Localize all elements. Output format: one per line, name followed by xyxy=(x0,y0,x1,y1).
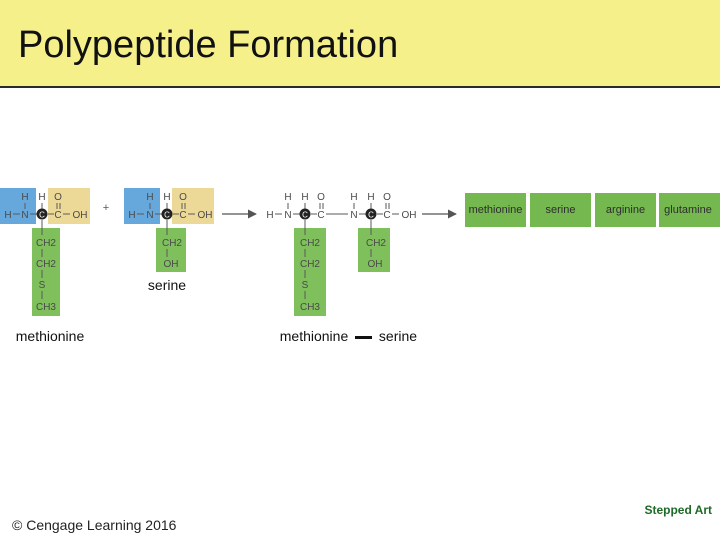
dipeptide-atom-11: OH xyxy=(402,210,417,221)
dipeptide-side-chain-box-1 xyxy=(294,228,326,316)
serine-side-chain-1: OH xyxy=(164,259,179,270)
copyright-notice: © Cengage Learning 2016 xyxy=(12,517,177,533)
serine-side-chain-box xyxy=(156,228,186,272)
methionine-alpha-carbon xyxy=(36,208,48,220)
methionine-caption: methionine xyxy=(16,328,85,344)
stepped-art-label: Stepped Art xyxy=(644,503,712,517)
dipeptide-side-chain-box-2 xyxy=(358,228,390,272)
chain-label-arginine: arginine xyxy=(606,204,645,216)
methionine-alpha-carbon-label: C xyxy=(39,211,45,220)
methionine-side-chain-3: CH3 xyxy=(36,302,56,313)
methionine-amine-box xyxy=(0,188,36,224)
dipeptide-side-chain-2-1: OH xyxy=(368,259,383,270)
dipeptide-side-chain-1-3: CH3 xyxy=(300,302,320,313)
chain-label-glutamine: glutamine xyxy=(664,204,712,216)
serine-molecule: H H O H N C C OH CH2 OH xyxy=(124,188,214,272)
dipeptide-caption-bond xyxy=(355,336,372,339)
serine-amine-h-top: H xyxy=(146,192,153,203)
dipeptide-alpha-carbon-2 xyxy=(365,208,377,220)
methionine-carboxyl-c: C xyxy=(54,210,61,221)
serine-carboxyl-c: C xyxy=(179,210,186,221)
methionine-amine-h-top: H xyxy=(21,192,28,203)
dipeptide-molecule: H H O H H O H N C C N C C OH CH2 CH2 xyxy=(266,192,417,316)
chain-box-methionine xyxy=(465,193,526,227)
chain-box-glutamine xyxy=(659,193,720,227)
serine-side-chain-0: CH2 xyxy=(162,238,182,249)
plus-sign: + xyxy=(103,202,109,214)
methionine-side-chain-1: CH2 xyxy=(36,259,56,270)
page-title: Polypeptide Formation xyxy=(18,24,399,66)
methionine-carboxyl-o: O xyxy=(54,192,62,203)
methionine-alpha-h: H xyxy=(38,192,45,203)
dipeptide-atom-10: C xyxy=(383,210,390,221)
methionine-carboxyl-box xyxy=(48,188,90,224)
serine-carboxyl-o: O xyxy=(179,192,187,203)
serine-alpha-carbon-label: C xyxy=(164,211,170,220)
dipeptide-atom-2: O xyxy=(317,192,325,203)
dipeptide-side-chain-1-0: CH2 xyxy=(300,238,320,249)
dipeptide-atom-5: O xyxy=(383,192,391,203)
dipeptide-atom-4: H xyxy=(367,192,374,203)
dipeptide-caption-serine: serine xyxy=(379,328,417,344)
serine-carboxyl-oh: OH xyxy=(198,210,213,221)
dipeptide-atom-3: H xyxy=(350,192,357,203)
chain-label-methionine: methionine xyxy=(469,204,523,216)
serine-amine-box xyxy=(124,188,160,224)
methionine-amine-h-left: H xyxy=(4,210,11,221)
serine-carboxyl-box xyxy=(172,188,214,224)
dipeptide-side-chain-1-2: S xyxy=(302,280,309,291)
serine-caption: serine xyxy=(148,277,186,293)
methionine-side-chain-2: S xyxy=(39,280,46,291)
dipeptide-atom-8: C xyxy=(317,210,324,221)
methionine-molecule: H H O H N C C OH CH2 CH2 S CH3 xyxy=(0,188,90,316)
chain-box-serine xyxy=(530,193,591,227)
serine-alpha-carbon xyxy=(161,208,173,220)
title-bar: Polypeptide Formation xyxy=(0,0,720,88)
dipeptide-side-chain-2-0: CH2 xyxy=(366,238,386,249)
chain-label-serine: serine xyxy=(546,204,576,216)
serine-amine-h-left: H xyxy=(128,210,135,221)
dipeptide-atom-0: H xyxy=(284,192,291,203)
dipeptide-alpha-carbon-1-label: C xyxy=(302,211,308,220)
dipeptide-atom-6: H xyxy=(266,210,273,221)
dipeptide-atom-1: H xyxy=(301,192,308,203)
methionine-amine-n: N xyxy=(21,210,28,221)
chain-box-arginine xyxy=(595,193,656,227)
dipeptide-atom-9: N xyxy=(350,210,357,221)
methionine-side-chain-box xyxy=(32,228,60,316)
dipeptide-alpha-carbon-2-label: C xyxy=(368,211,374,220)
methionine-side-chain-0: CH2 xyxy=(36,238,56,249)
polypeptide-chain: methionine serine arginine glutamine xyxy=(465,193,720,227)
serine-amine-n: N xyxy=(146,210,153,221)
dipeptide-atom-7: N xyxy=(284,210,291,221)
serine-alpha-h: H xyxy=(163,192,170,203)
dipeptide-alpha-carbon-1 xyxy=(299,208,311,220)
dipeptide-side-chain-1-1: CH2 xyxy=(300,259,320,270)
methionine-carboxyl-oh: OH xyxy=(73,210,88,221)
dipeptide-caption-methionine: methionine xyxy=(280,328,349,344)
